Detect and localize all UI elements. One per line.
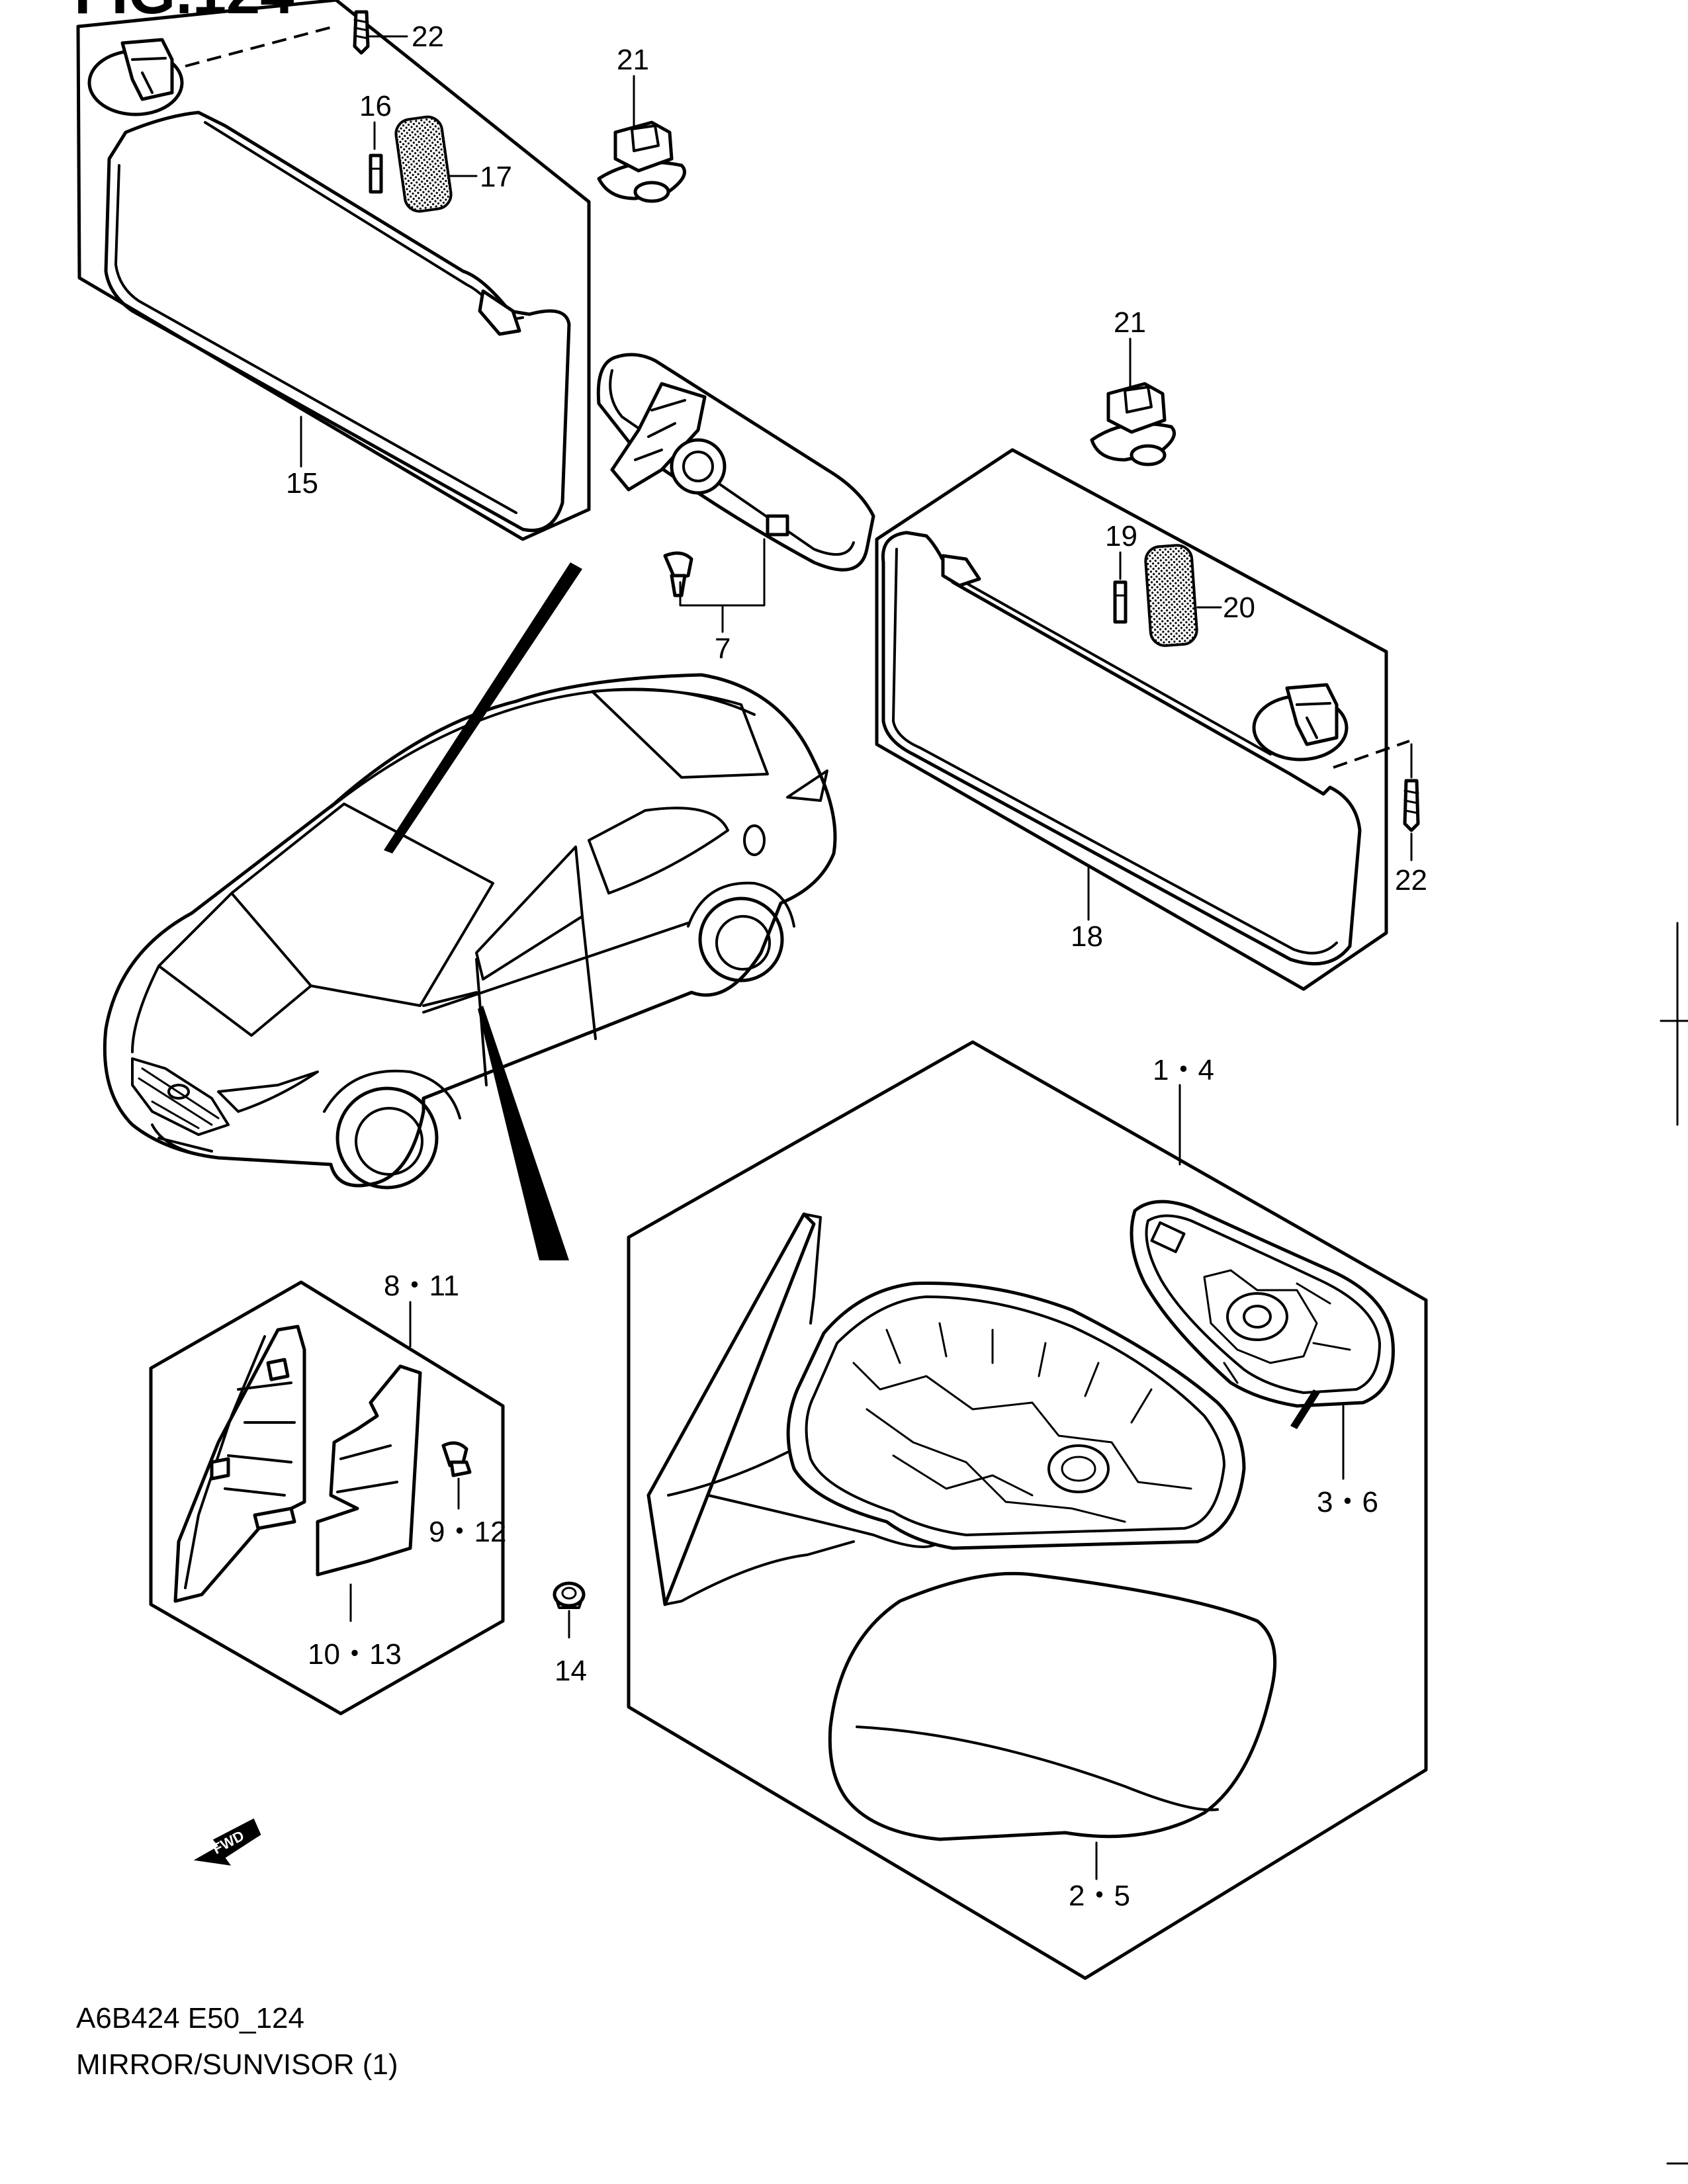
pin-19 [1113,580,1128,624]
callout-15: 15 [286,467,318,500]
car-front-wheel [335,1086,439,1190]
mirror-switch [766,514,789,537]
visor-hinge-clip-right [1285,683,1339,746]
screw-22-right [1403,779,1420,832]
callout-19: 19 [1105,520,1137,552]
callout-8-11: 8・11 [384,1270,459,1302]
car-rear-wheel [698,896,784,983]
pin-16 [369,153,383,194]
car-grille [131,1057,230,1136]
outside-mirror-group [627,1040,1428,1980]
car-illustration [103,673,837,1190]
screw-22-top [353,10,370,55]
mirror-base [646,1212,816,1606]
callout-20: 20 [1223,591,1255,624]
mirror-glass-3-6 [1130,1200,1395,1408]
fwd-arrow-icon: FWD [193,1818,261,1866]
callout-21-top: 21 [617,44,649,76]
visor-end-clip-left [478,289,521,336]
figure-title: MIRROR/SUNVISOR (1) [76,2048,398,2081]
garnish-group [149,1280,505,1716]
pointer-wedge-bottom [478,1006,569,1260]
callout-10-13: 10・13 [308,1638,402,1671]
sunvisor-right-frame [875,448,1388,991]
sunvisor-left-group [76,0,591,541]
callout-22-right: 22 [1395,864,1427,896]
garnish-frame [149,1280,505,1716]
outside-mirror-frame [627,1040,1428,1980]
car-headlight [217,1070,319,1113]
figure-code: A6B424 E50_124 [76,2002,304,2034]
vanity-mirror-20 [1144,544,1198,647]
callout-16: 16 [359,90,392,122]
car-front-side-window [475,846,584,981]
grommet-14 [553,1581,586,1609]
callout-14: 14 [555,1655,587,1687]
mirror-mount-bracket [610,382,707,492]
rearview-mirror-7 [596,353,875,597]
callout-17: 17 [480,161,512,193]
car-rear-side-window [588,807,729,895]
callout-21-right: 21 [1114,306,1146,339]
garnish-8-11 [173,1325,306,1603]
visor-holder-21b [1090,382,1176,466]
mirror-cover-2-5 [828,1571,1277,1841]
callout-22-top: 22 [412,21,444,53]
car-windshield [230,803,494,1007]
callout-18: 18 [1071,920,1103,953]
callout-2-5: 2・5 [1069,1880,1130,1912]
pointer-wedge-top [384,562,582,853]
callout-7: 7 [715,633,731,665]
callout-1-4: 1・4 [1153,1054,1214,1086]
sunvisor-right-group [875,448,1420,991]
sunvisor-left-panel [104,110,571,533]
visor-end-clip-right [941,554,981,588]
callout-3-6: 3・6 [1317,1486,1378,1518]
vanity-mirror-17 [394,115,453,213]
visor-hinge-clip-left [120,38,174,101]
visor-holder-21a [597,120,686,203]
car-body [103,673,837,1188]
mirror-housing [786,1282,1246,1550]
car-rear-window [591,688,769,779]
pad-10-13 [316,1364,422,1577]
clip-9-12 [441,1441,468,1467]
sunvisor-left-frame [76,0,591,541]
callout-9-12: 9・12 [429,1516,506,1548]
